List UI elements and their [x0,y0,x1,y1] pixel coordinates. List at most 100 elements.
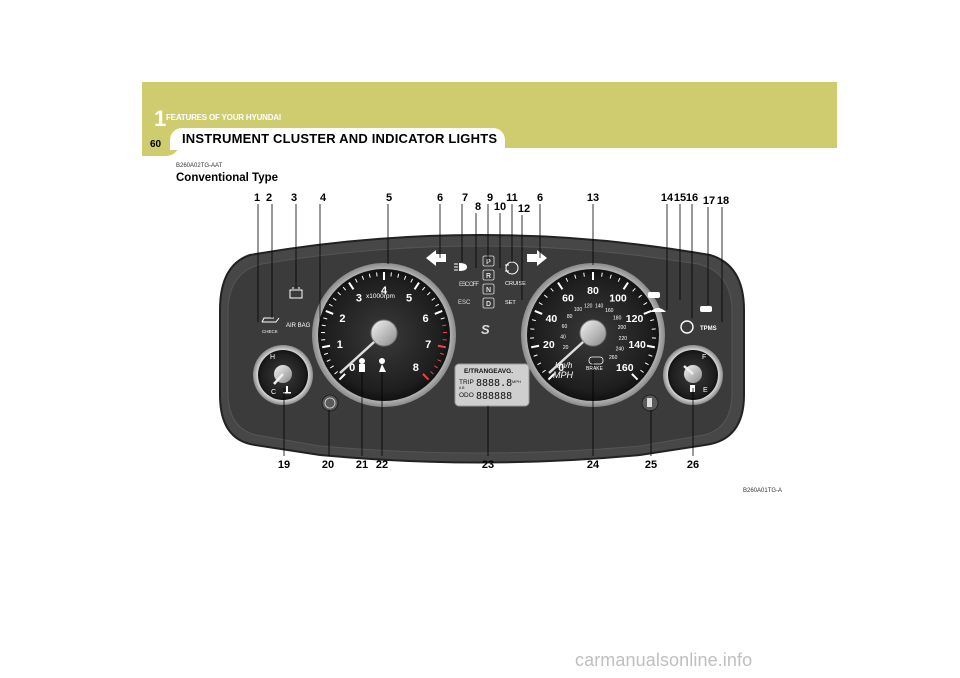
subtitle: Conventional Type [176,172,279,184]
tach-tick [426,291,431,296]
callout-number: 24 [587,459,600,471]
tachometer-unit: x1000rpm [366,293,395,300]
lcd-title: E/TRANGEAVG. [464,368,513,375]
speed-kmh-number: 140 [595,304,604,310]
speed-kmh-number: 120 [584,303,593,309]
tach-tick [421,286,426,291]
fuel-gauge: F E [663,345,723,405]
tpms-label: TPMS [700,326,717,332]
oil-pressure-icon [261,317,280,323]
air-bag-warning-icon [379,358,386,372]
watermark: carmanualsonline.info [575,650,753,670]
callout-number: 8 [475,201,481,213]
section-title-pill [170,128,505,150]
speed-tick [643,309,652,315]
callout-number: 2 [266,192,272,204]
tach-tick [403,275,407,280]
tach-tick [321,324,326,327]
fuel-gauge-pump-icon [690,385,695,392]
speed-tick [574,274,577,279]
speed-tick [648,354,653,357]
speed-mph-number: 80 [587,285,599,297]
tach-number: 7 [425,339,431,351]
tach-tick [397,273,400,278]
tach-tick [323,352,329,355]
callout-number: 13 [587,192,599,204]
callout-number: 9 [487,192,493,204]
gear-label: P [486,259,491,266]
speed-tick [601,272,603,277]
tach-number: 3 [356,293,362,305]
speedometer-ticks [530,272,656,381]
turn-signal-left-icon [426,250,446,266]
temp-hot-label: H [270,354,275,361]
callout-number: 7 [462,192,468,204]
tach-tick [422,373,430,381]
speed-tick [557,282,564,290]
speedometer-kmh-unit: km/h [555,361,573,370]
tach-tick [354,278,358,283]
engine-temp-icon [283,386,291,394]
callout-number: 21 [356,459,368,471]
tach-tick [440,317,445,320]
speedometer-mph-unit: MPH [553,370,574,380]
callout-number: 4 [320,192,327,204]
high-beam-icon [454,263,467,271]
temp-cold-label: C [271,389,276,396]
tach-tick [434,365,438,369]
gear-box [482,255,495,267]
speed-kmh-number: 160 [605,308,614,314]
speed-tick [609,274,612,279]
tach-tick [410,278,414,283]
speed-tick [631,373,639,381]
low-tire-pressure-icon [680,320,694,334]
lcd-trip-digits: 8888.8 [476,378,512,389]
tach-tick [332,297,337,301]
gear-label: R [486,273,491,280]
speed-tick [622,282,629,290]
speed-mph-number: 100 [609,293,627,305]
check-label: CHECK [262,329,278,334]
speed-tick [650,319,655,322]
tach-number: 2 [339,313,345,325]
tach-tick [325,309,334,315]
tach-tick [437,344,446,349]
callout-number: 11 [506,192,518,204]
tachometer-ticks [321,272,447,381]
callout-number: 6 [437,192,443,204]
speed-kmh-number: 180 [613,315,622,321]
tach-tick [323,317,328,320]
esc-off-label: ESC OFF [459,282,479,288]
speed-mph-number: 40 [546,313,558,325]
callout-number: 26 [687,459,699,471]
speed-kmh-number: 100 [574,307,583,313]
page-number: 60 [150,139,162,150]
speed-tick [531,344,540,349]
brake-label: BRAKE [586,366,604,372]
battery-icon [289,287,303,299]
esc-label: ESC [458,300,471,306]
callout-number: 1 [254,192,260,204]
section-title: INSTRUMENT CLUSTER AND INDICATOR LIGHTS [182,131,498,146]
door-ajar-icon [648,292,660,298]
sport-mode-indicator: S [481,322,490,337]
tach-number: 1 [337,339,343,351]
tach-tick [431,297,436,301]
turn-signal-right-icon [527,250,547,266]
tach-tick [330,365,334,369]
speed-kmh-number: 220 [619,336,628,342]
lcd-trip-label: TRIP [459,379,474,386]
speed-mph-number: 0 [558,362,564,374]
low-washer-fluid-icon [650,308,666,312]
gear-box [482,269,495,281]
gear-label: D [486,301,491,308]
tach-tick [338,373,346,381]
speed-tick [547,373,555,381]
air-bag-label: AIR BAG [286,323,311,329]
